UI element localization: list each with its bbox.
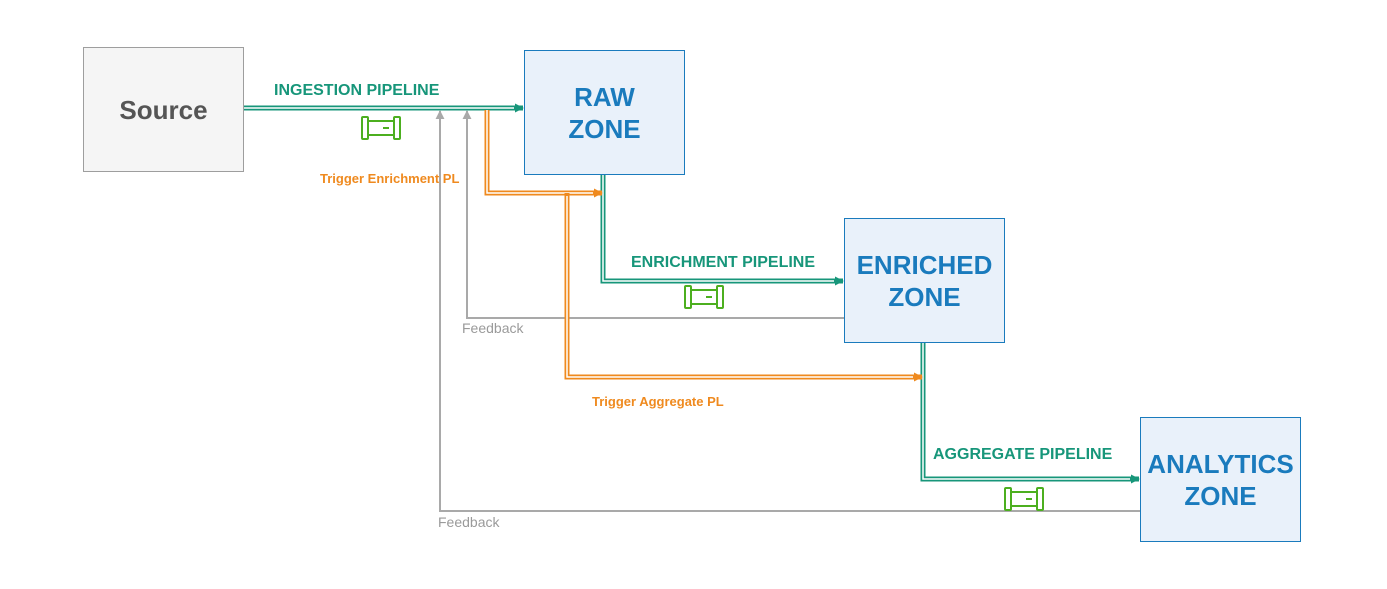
trigger-aggregate-connector	[564, 193, 923, 382]
raw-zone-label-line2: ZONE	[568, 113, 641, 144]
enrichment-pipeline-label: ENRICHMENT PIPELINE	[631, 254, 816, 271]
raw-zone-label-line1: RAW	[574, 81, 635, 112]
aggregate-pipeline-label: AGGREGATE PIPELINE	[933, 446, 1113, 463]
enriched-zone-node[interactable]: ENRICHED ZONE	[844, 218, 1005, 343]
source-node[interactable]: Source	[83, 47, 244, 172]
aggregate-pipeline-connector	[920, 343, 1140, 484]
enrichment-pipeline-connector	[600, 175, 844, 286]
feedback-analytics-label: Feedback	[438, 514, 500, 530]
pipe-icon	[1004, 487, 1044, 511]
ingestion-pipeline-label: INGESTION PIPELINE	[274, 82, 440, 99]
feedback-enriched-connector	[462, 110, 844, 319]
pipe-icon	[361, 116, 401, 140]
feedback-enriched-label: Feedback	[462, 320, 524, 336]
analytics-zone-label-line1: ANALYTICS	[1147, 448, 1294, 479]
source-node-label: Source	[119, 94, 208, 125]
analytics-zone-node[interactable]: ANALYTICS ZONE	[1140, 417, 1301, 542]
feedback-analytics-connector	[435, 110, 1140, 512]
trigger-enrichment-connector	[484, 110, 603, 198]
enriched-zone-label-line2: ZONE	[888, 281, 961, 312]
raw-zone-node[interactable]: RAW ZONE	[524, 50, 685, 175]
trigger-enrichment-label: Trigger Enrichment PL	[320, 171, 460, 186]
trigger-aggregate-label: Trigger Aggregate PL	[592, 394, 724, 409]
analytics-zone-label-line2: ZONE	[1184, 480, 1257, 511]
pipe-icon	[684, 285, 724, 309]
enriched-zone-label-line1: ENRICHED	[856, 249, 993, 280]
